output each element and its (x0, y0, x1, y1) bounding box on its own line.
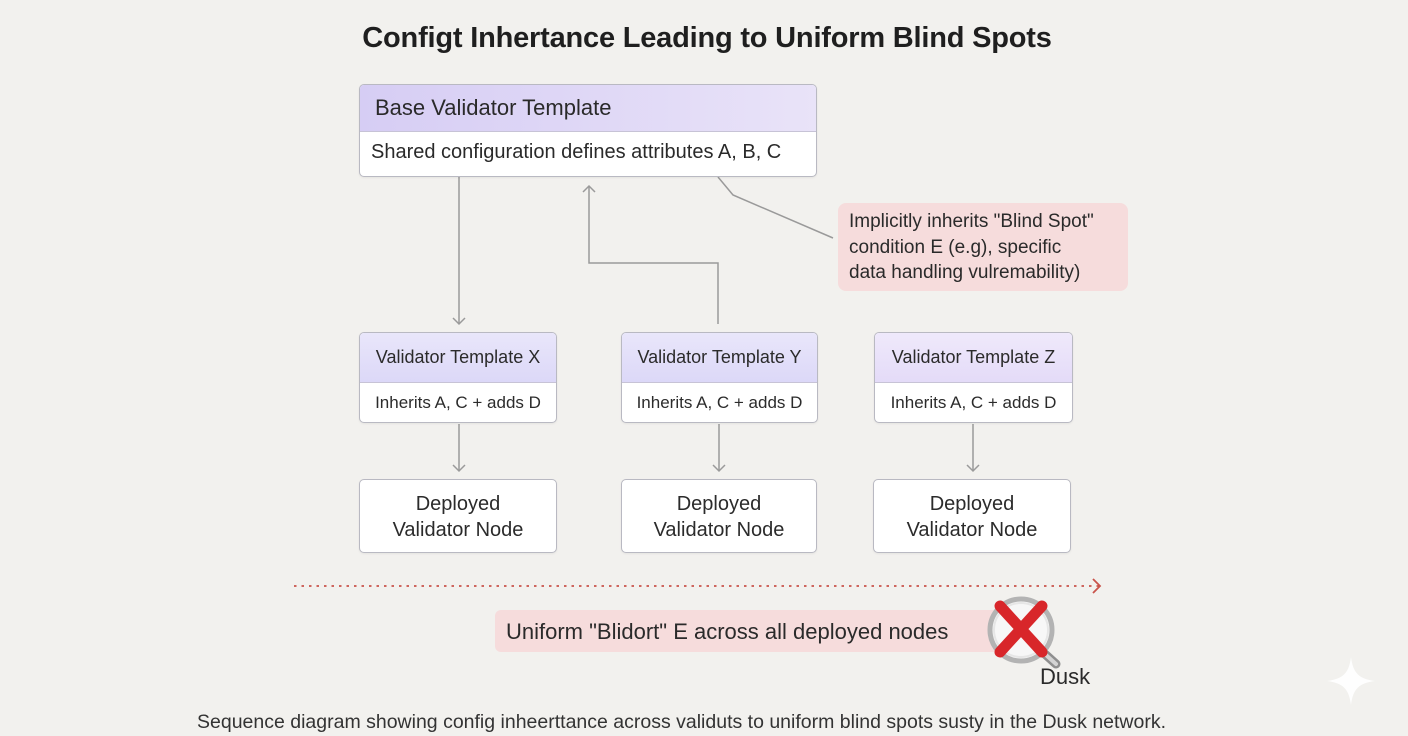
template-x-description: Inherits A, C + adds D (375, 393, 541, 412)
arrow-y-to-base (582, 184, 719, 324)
template-x-title: Validator Template X (360, 333, 556, 383)
base-validator-template: Base Validator Template Shared configura… (359, 84, 817, 177)
diagram-caption: Sequence diagram showing config inheertt… (197, 711, 1167, 733)
x-mark-magnifier-icon (987, 596, 1061, 669)
deployed-node-y: Deployed Validator Node (621, 479, 817, 553)
base-template-title: Base Validator Template (360, 85, 816, 132)
callout-line: data handling vulremability) (849, 262, 1081, 283)
blind-spot-callout: Implicitly inherits "Blind Spot" conditi… (838, 203, 1128, 291)
dusk-label: Dusk (1040, 664, 1091, 689)
diagram-title: Configt Inhertance Leading to Uniform Bl… (362, 22, 1052, 54)
node-line-2: Validator Node (906, 519, 1038, 541)
callout-leader-line (717, 176, 834, 239)
base-template-description: Shared configuration defines attributes … (371, 141, 782, 163)
validator-template-x: Validator Template X Inherits A, C + add… (359, 332, 557, 423)
callout-line: condition E (e.g), specific (849, 236, 1062, 258)
node-line-1: Deployed (929, 493, 1015, 515)
deployed-node-x: Deployed Validator Node (359, 479, 557, 553)
deployed-node-z: Deployed Validator Node (873, 479, 1071, 553)
sparkle-icon (1327, 657, 1375, 705)
template-y-title: Validator Template Y (622, 333, 817, 383)
validator-template-y: Validator Template Y Inherits A, C + add… (621, 332, 818, 423)
node-line-1: Deployed (415, 493, 501, 515)
node-line-2: Validator Node (653, 519, 785, 541)
callout-line: Implicitly inherits "Blind Spot" (849, 211, 1094, 232)
uniform-blind-spot-banner: Uniform "Blidort" E across all deployed … (495, 610, 1005, 652)
node-line-1: Deployed (676, 493, 762, 515)
template-y-description: Inherits A, C + adds D (636, 393, 803, 412)
validator-template-z: Validator Template Z Inherits A, C + add… (874, 332, 1073, 423)
template-z-description: Inherits A, C + adds D (890, 393, 1057, 412)
template-z-title: Validator Template Z (875, 333, 1072, 383)
node-line-2: Validator Node (392, 519, 524, 541)
